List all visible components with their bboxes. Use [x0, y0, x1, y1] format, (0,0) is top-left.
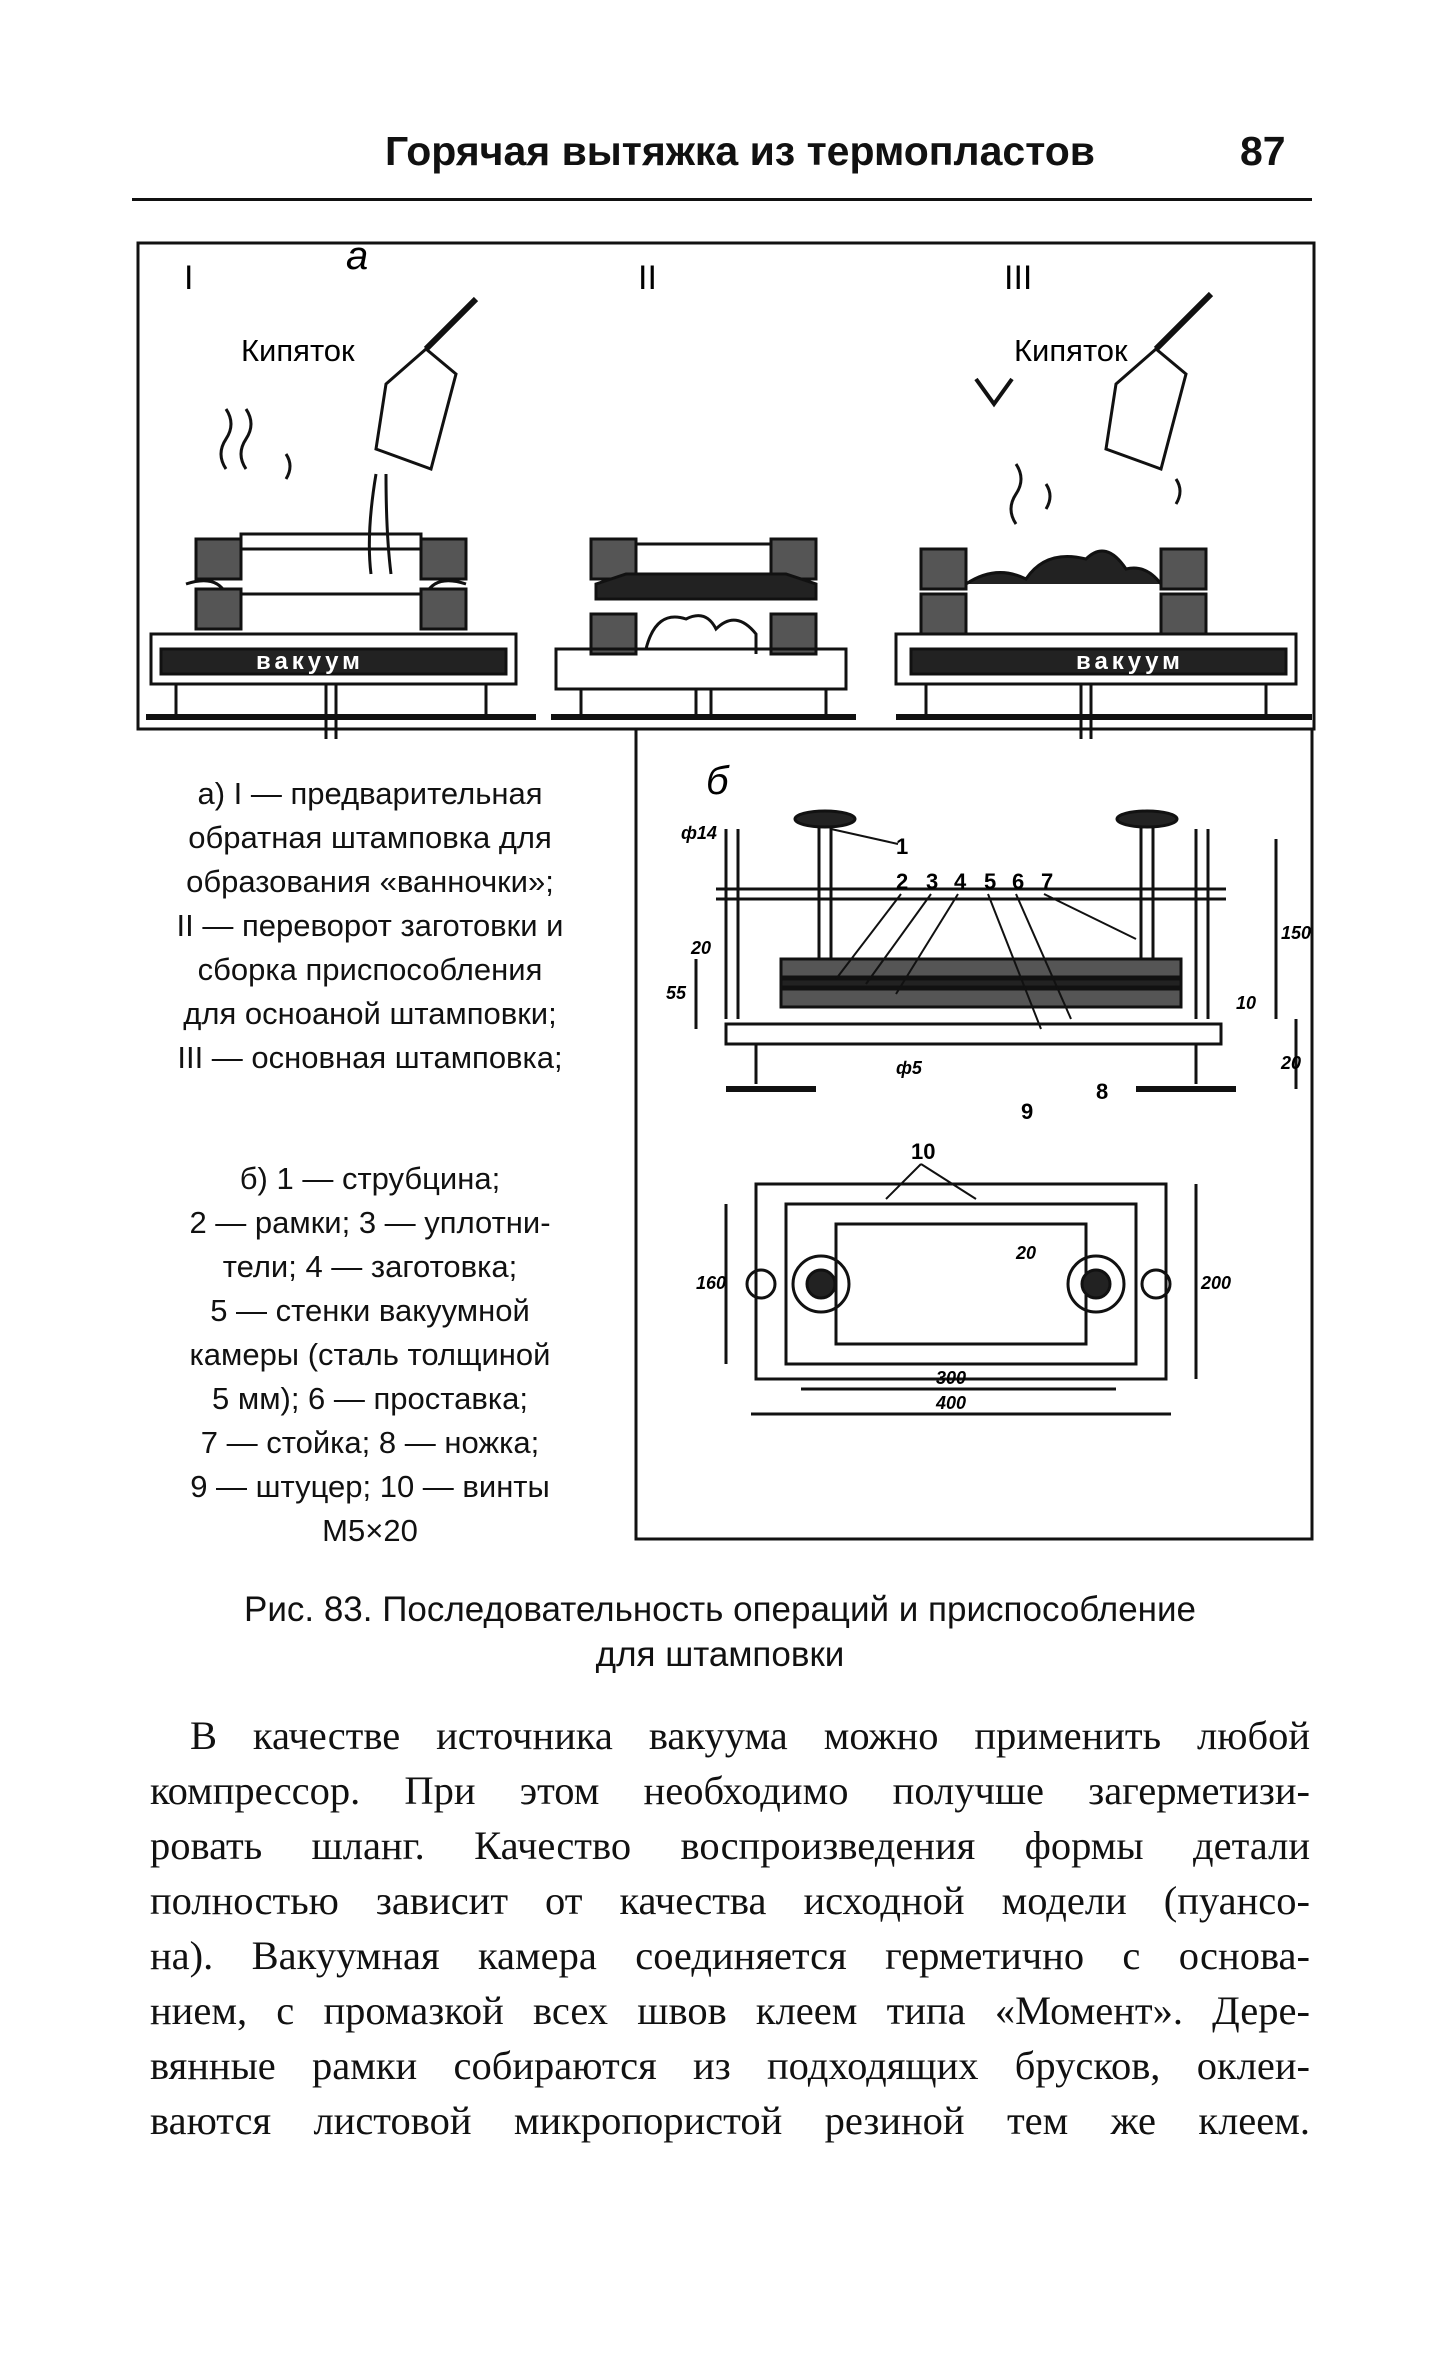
dim-20b: 20 — [1280, 1053, 1301, 1073]
body-line: полностью зависит от качества исходной м… — [150, 1878, 1310, 1923]
legend-b-line: 5 мм); 6 — проставка; — [212, 1381, 528, 1416]
vacuum-label-3: вакуум — [1076, 648, 1184, 675]
callout-3: 3 — [926, 869, 938, 894]
legend-a-line: обратная штамповка для — [188, 820, 552, 855]
figure-caption: Рис. 83. Последовательность операций и п… — [150, 1587, 1290, 1677]
body-line: нием, с промазкой всех швов клеем типа «… — [150, 1988, 1310, 2033]
caption-line-1: Рис. 83. Последовательность операций и п… — [243, 1590, 1197, 1629]
legend-a-line: II — переворот заготовки и — [176, 908, 564, 943]
legend-a-line: сборка приспособления — [197, 952, 543, 987]
part-a-letter: а — [346, 239, 368, 278]
legend-part-b: б) 1 — струбцина; 2 — рамки; 3 — уплотни… — [140, 1157, 600, 1553]
dim-150: 150 — [1281, 923, 1311, 943]
callout-4: 4 — [954, 869, 967, 894]
legend-b-line: камеры (сталь толщиной — [189, 1337, 551, 1372]
dim-160: 160 — [696, 1273, 726, 1293]
callout-8: 8 — [1096, 1079, 1108, 1104]
callout-6: 6 — [1012, 869, 1024, 894]
dim-10: 10 — [1236, 993, 1256, 1013]
body-line: на). Вакуумная камера соединяется гермет… — [150, 1933, 1310, 1978]
page-number: 87 — [1240, 128, 1286, 174]
callout-10: 10 — [911, 1139, 935, 1164]
boiling-water-label-3: Кипяток — [1014, 333, 1128, 368]
dim-20c: 20 — [1015, 1243, 1036, 1263]
part-b-letter: б — [706, 759, 730, 803]
step-label-2: II — [638, 259, 657, 297]
running-header-title: Горячая вытяжка из термопластов — [385, 128, 1095, 174]
dim-300: 300 — [936, 1368, 966, 1388]
body-line: ровать шланг. Качество воспроизведения ф… — [150, 1823, 1310, 1868]
legend-b-line: 7 — стойка; 8 — ножка; — [200, 1425, 540, 1460]
legend-a-line: а) I — предварительная — [197, 776, 543, 811]
dim-200: 200 — [1200, 1273, 1231, 1293]
fixture-side-view — [694, 809, 1298, 1092]
fixture-top-view — [724, 1182, 1198, 1416]
callout-1: 1 — [896, 834, 908, 859]
legend-a-line: образования «ванночки»; — [186, 864, 554, 899]
dim-phi5: ф5 — [896, 1058, 923, 1078]
body-line: ваются листовой микропористой резиной те… — [150, 2098, 1310, 2143]
legend-a-line: III — основная штамповка; — [177, 1040, 563, 1075]
body-line: компрессор. При этом необходимо получше … — [150, 1768, 1310, 1813]
dim-55: 55 — [666, 983, 687, 1003]
panel-step-1 — [146, 296, 536, 739]
callout-leaders — [830, 828, 1137, 1200]
boiling-water-label-1: Кипяток — [241, 333, 355, 368]
step-label-1: I — [184, 259, 193, 297]
panel-step-3 — [894, 291, 1312, 739]
figure-83: I а II III Кипяток Кипяток вакуум — [136, 239, 1316, 1541]
figure-b-frame — [634, 727, 1314, 1541]
legend-b-line: б) 1 — струбцина; — [239, 1161, 501, 1196]
body-paragraph: В качестве источника вакуума можно приме… — [150, 1708, 1310, 2148]
body-line: вянные рамки собираются из подходящих бр… — [150, 2043, 1310, 2088]
legend-a-line: для осноаной штамповки; — [183, 996, 557, 1031]
panel-step-2 — [551, 537, 856, 720]
legend-b-line: 9 — штуцер; 10 — винты — [190, 1469, 550, 1504]
callout-5: 5 — [984, 869, 996, 894]
header-rule — [132, 198, 1312, 201]
dim-400: 400 — [935, 1393, 966, 1413]
legend-b-line: 5 — стенки вакуумной — [210, 1293, 530, 1328]
callout-7: 7 — [1041, 869, 1053, 894]
callout-9: 9 — [1021, 1099, 1033, 1124]
caption-line-2: для штамповки — [595, 1635, 845, 1674]
callout-2: 2 — [896, 869, 908, 894]
legend-b-line: 2 — рамки; 3 — уплотни- — [189, 1205, 551, 1240]
legend-b-line: тели; 4 — заготовка; — [222, 1249, 518, 1284]
vacuum-label-1: вакуум — [256, 648, 364, 675]
legend-b-line: М5×20 — [322, 1513, 418, 1548]
dim-phi14: ф14 — [681, 823, 717, 843]
dim-20a: 20 — [690, 938, 711, 958]
legend-part-a: а) I — предварительная обратная штамповк… — [140, 772, 600, 1080]
step-label-3: III — [1004, 259, 1032, 297]
body-line: В качестве источника вакуума можно приме… — [190, 1713, 1310, 1758]
